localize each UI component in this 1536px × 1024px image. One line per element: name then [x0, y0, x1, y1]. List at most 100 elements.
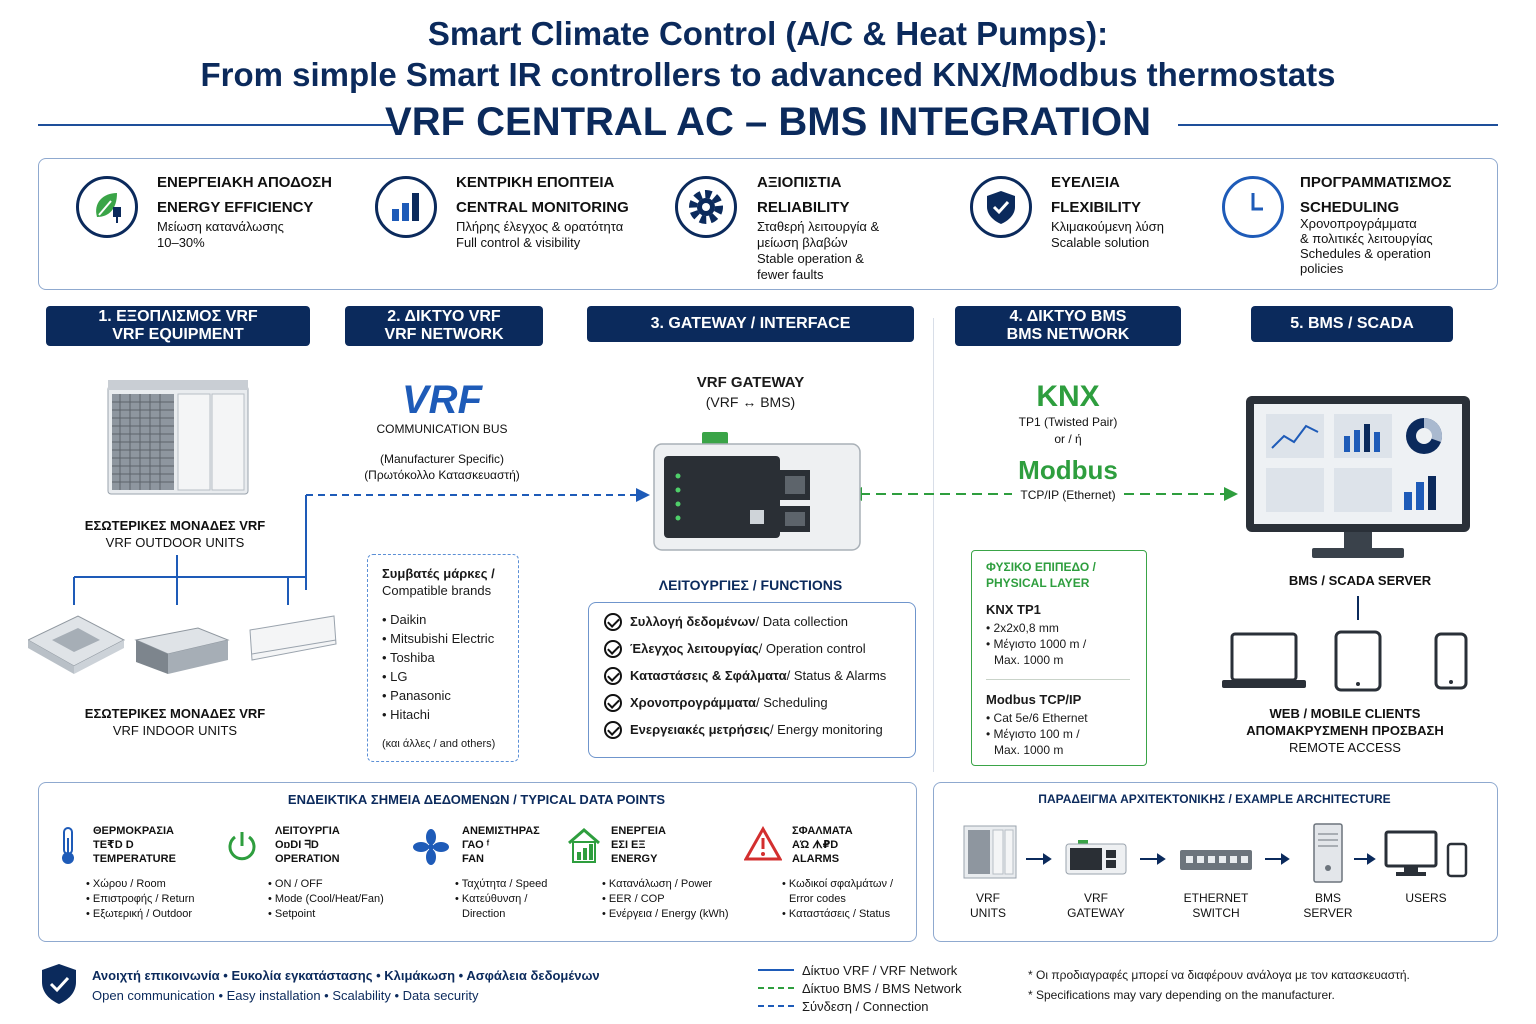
physical-layer-divider — [986, 679, 1130, 680]
clock-icon — [1222, 176, 1284, 238]
title-rule-left — [38, 124, 392, 126]
or-label: or / ή — [1054, 432, 1082, 446]
remote-access-en: REMOTE ACCESS — [1289, 740, 1401, 755]
arch-gateway-icon — [1064, 840, 1128, 876]
brands-title: Συμβατές μάρκες / Compatible brands — [382, 566, 495, 598]
gateway-title: VRF GATEWAY — [696, 374, 805, 391]
legend-vrf-network: Δίκτυο VRF / VRF Network — [802, 963, 958, 978]
brand-item: • Mitsubishi Electric — [382, 631, 495, 646]
benefit-5-desc: Χρονοπρογράμματα& πολιτικές λειτουργίας … — [1300, 216, 1433, 276]
data-points-title: ΕΝΔΕΙΚΤΙΚΑ ΣΗΜΕΙΑ ΔΕΔΟΜΕΝΩΝ / TYPICAL DA… — [287, 792, 666, 807]
manufacturer-specific-note: (Manufacturer Specific) — [379, 452, 505, 466]
dp-energy-list: • Κατανάλωση / Power• EER / COP• Ενέργει… — [602, 878, 729, 920]
shield-check-icon — [970, 176, 1032, 238]
brand-item: • Panasonic — [382, 688, 451, 703]
legend-connection: Σύνδεση / Connection — [802, 999, 929, 1014]
architecture-panel — [933, 782, 1498, 942]
benefits-panel — [38, 158, 1498, 290]
indoor-units-label-gr: ΕΣΩΤΕΡΙΚΕΣ ΜΟΝΑΔΕΣ VRF — [84, 706, 266, 721]
title-line-3: VRF CENTRAL AC – BMS INTEGRATION — [385, 100, 1151, 144]
check-circle-icon — [604, 666, 622, 685]
knx-logo: KNX — [1036, 380, 1100, 413]
knx-subtitle: TP1 (Twisted Pair) — [1018, 415, 1118, 429]
outdoor-units-label-gr: ΕΣΩΤΕΡΙΚΕΣ ΜΟΝΑΔΕΣ VRF — [84, 518, 266, 533]
brand-item: • Toshiba — [382, 650, 435, 665]
function-item: Συλλογή δεδομένων / Data collection — [604, 608, 886, 635]
dp-operation-list: • ON / OFF• Mode (Cool/Heat/Fan)• Setpoi… — [268, 878, 384, 920]
compatible-brands-box — [367, 554, 519, 762]
benefit-1-gr: ΕΝΕΡΓΕΙΑΚΗ ΑΠΟΔΟΣΗ — [157, 174, 332, 191]
remote-access-gr: ΑΠΟΜΑΚΡΥΣΜΕΝΗ ΠΡΟΣΒΑΣΗ — [1246, 723, 1444, 738]
arch-node-users: USERS — [1405, 891, 1447, 905]
footer-tagline-gr: Ανοιχτή επικοινωνία • Ευκολία εγκατάστασ… — [92, 968, 600, 983]
check-circle-icon — [604, 693, 622, 712]
power-icon — [224, 828, 260, 864]
footer-tagline-en: Open communication • Easy installation •… — [92, 988, 479, 1003]
step-3-header: 3. GATEWAY / INTERFACE — [587, 306, 914, 342]
manufacturer-protocol-note: (Πρωτόκολλο Κατασκευαστή) — [364, 468, 520, 482]
dp-alarms-list: • Κωδικοί σφαλμάτων /Error codes• Καταστ… — [782, 878, 894, 920]
arch-vrf-units-icon — [960, 822, 1020, 882]
scada-monitor-illustration — [1244, 396, 1472, 566]
footer-note-en: * Specifications may vary depending on t… — [1028, 988, 1335, 1002]
indoor-units-illustration — [26, 610, 338, 680]
brand-item: • LG — [382, 669, 408, 684]
arch-switch-icon — [1178, 848, 1254, 872]
leaf-plug-icon — [76, 176, 138, 238]
brand-item: • Hitachi — [382, 707, 430, 722]
check-circle-icon — [604, 639, 622, 658]
physical-layer-title: ΦΥΣΙΚΟ ΕΠΙΠΕΔΟ /PHYSICAL LAYER — [986, 560, 1096, 590]
communication-bus-label: COMMUNICATION BUS — [376, 422, 508, 436]
clients-label: WEB / MOBILE CLIENTS — [1269, 706, 1421, 721]
indoor-units-label-en: VRF INDOOR UNITS — [112, 723, 238, 738]
functions-list: Συλλογή δεδομένων / Data collection Έλεγ… — [604, 608, 886, 743]
benefit-3-desc: Σταθερή λειτουργία &μείωση βλαβών Stable… — [757, 219, 880, 282]
scada-server-label: BMS / SCADA SERVER — [1288, 573, 1432, 588]
function-item: Ενεργειακές μετρήσεις / Energy monitorin… — [604, 716, 886, 743]
legend-line-samples — [758, 969, 794, 1007]
benefit-1-en: ENERGY EFFICIENCY — [157, 199, 314, 216]
thermometer-icon — [56, 826, 80, 866]
bar-chart-icon — [375, 176, 437, 238]
function-item: Έλεγχος λειτουργίας / Operation control — [604, 635, 886, 662]
gateway-device-illustration — [650, 430, 864, 554]
legend-bms-network: Δίκτυο BMS / BMS Network — [802, 981, 962, 996]
knx-tp1-title: KNX TP1 — [986, 602, 1041, 617]
dp-fan-list: • Ταχύτητα / Speed• Κατεύθυνση /Directio… — [455, 878, 548, 920]
physical-layer-box — [971, 550, 1147, 766]
bms-arrowhead-right — [1224, 487, 1238, 501]
fan-icon — [412, 828, 450, 866]
check-circle-icon — [604, 720, 622, 739]
vrf-logo: VRF — [402, 378, 482, 422]
dp-temperature-list: • Χώρου / Room• Επιστροφής / Return• Εξω… — [86, 878, 195, 920]
functions-box — [588, 602, 916, 758]
modbus-tcp-title: Modbus TCP/IP — [986, 692, 1082, 707]
benefit-5-gr: ΠΡΟΓΡΑΜΜΑΤΙΣΜΟΣ — [1300, 174, 1452, 191]
brands-more: (και άλλες / and others) — [382, 738, 496, 750]
energy-house-icon — [566, 826, 602, 864]
benefit-2-en: CENTRAL MONITORING — [456, 199, 629, 216]
footer-shield-check-icon — [40, 962, 78, 1006]
arch-server-icon — [1310, 822, 1346, 884]
outdoor-units-label-en: VRF OUTDOOR UNITS — [105, 535, 245, 550]
title-rule-right — [1178, 124, 1498, 126]
benefit-4-en: FLEXIBILITY — [1051, 199, 1141, 216]
vrf-bus-arrowhead — [636, 488, 650, 502]
brand-item: • Daikin — [382, 612, 427, 627]
functions-title: ΛΕΙΤΟΥΡΓΙΕΣ / FUNCTIONS — [658, 577, 843, 593]
arch-users-icon — [1384, 830, 1468, 878]
gateway-subtitle: (VRF ↔ BMS) — [705, 394, 796, 410]
